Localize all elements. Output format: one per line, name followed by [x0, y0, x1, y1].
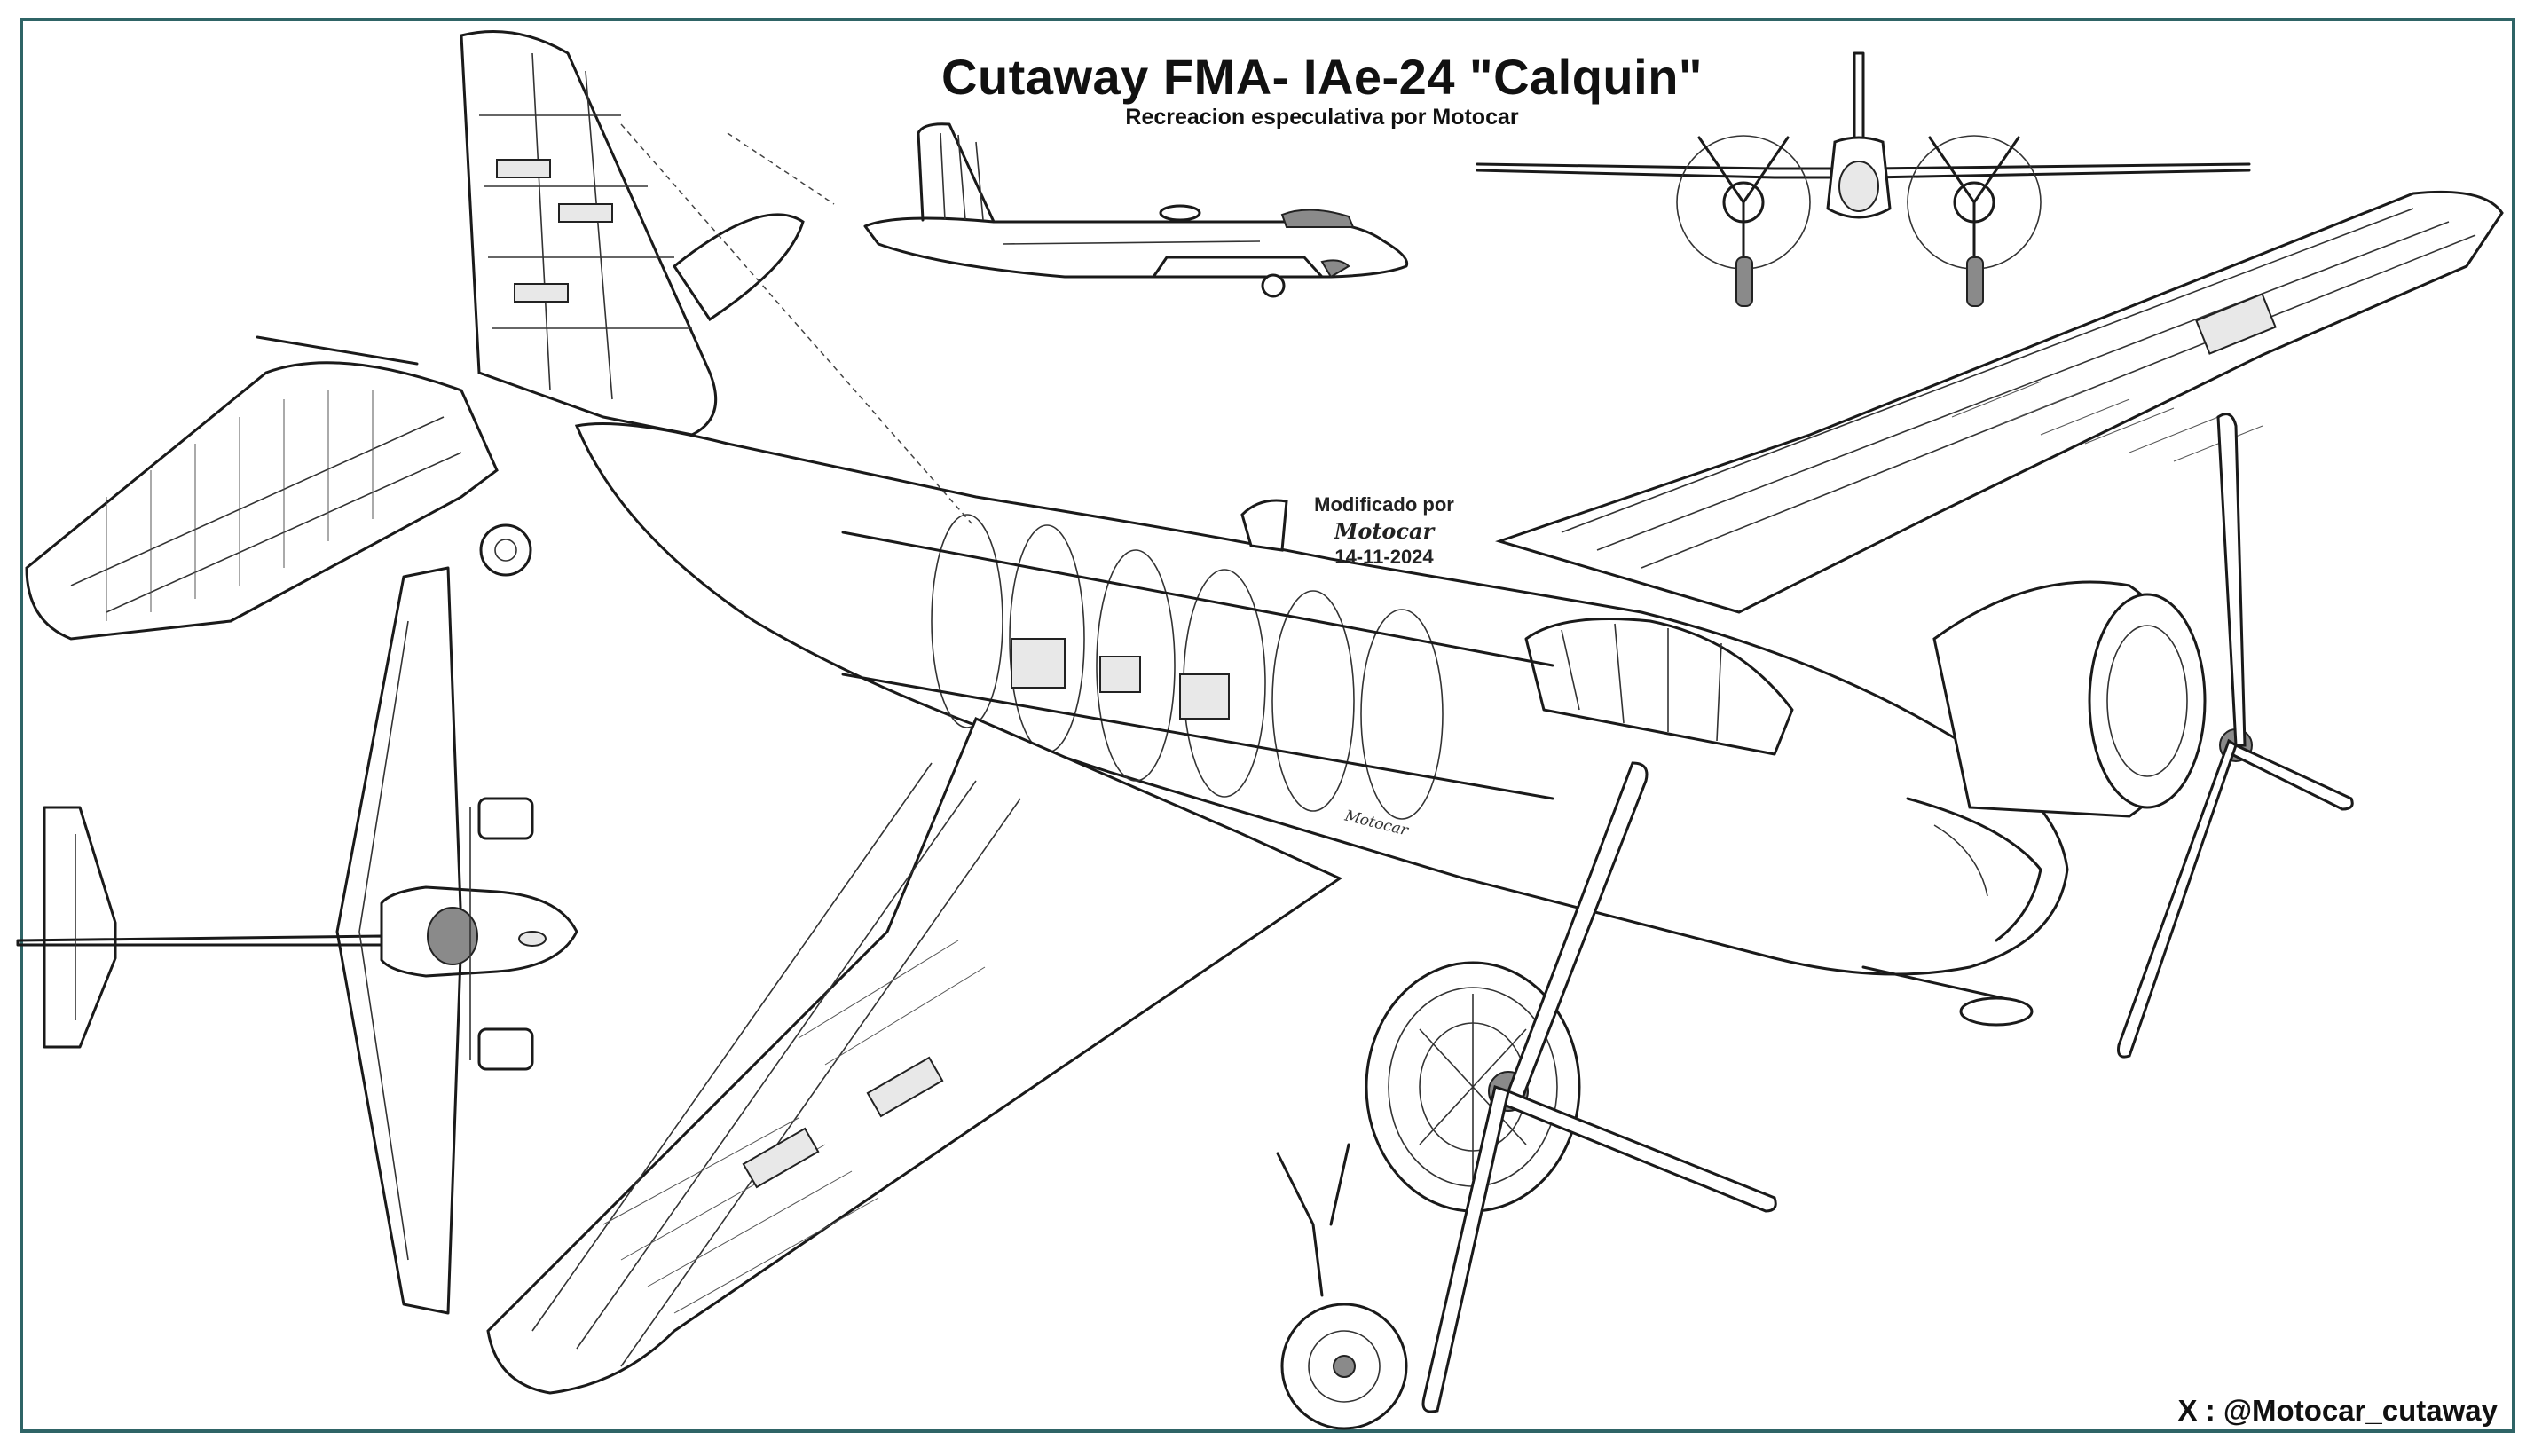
top-view: [16, 566, 578, 1315]
page-subtitle: Recreacion especulativa por Motocar: [1125, 105, 1519, 130]
credit-signature: Motocar: [1334, 518, 1435, 544]
side-view: [863, 122, 1409, 298]
page-title: Cutaway FMA- IAe-24 "Calquin": [941, 49, 1703, 105]
main-cutaway: [25, 30, 2504, 1430]
border-frame: [20, 18, 2515, 1433]
credit-modified-label: Modificado por: [1314, 493, 1454, 516]
social-handle: X : @Motocar_cutaway: [2177, 1394, 2498, 1427]
front-view: [1476, 51, 2251, 307]
credit-date: 14-11-2024: [1334, 546, 1434, 568]
credit-block: Modificado por Motocar 14-11-2024: [1278, 493, 1491, 569]
